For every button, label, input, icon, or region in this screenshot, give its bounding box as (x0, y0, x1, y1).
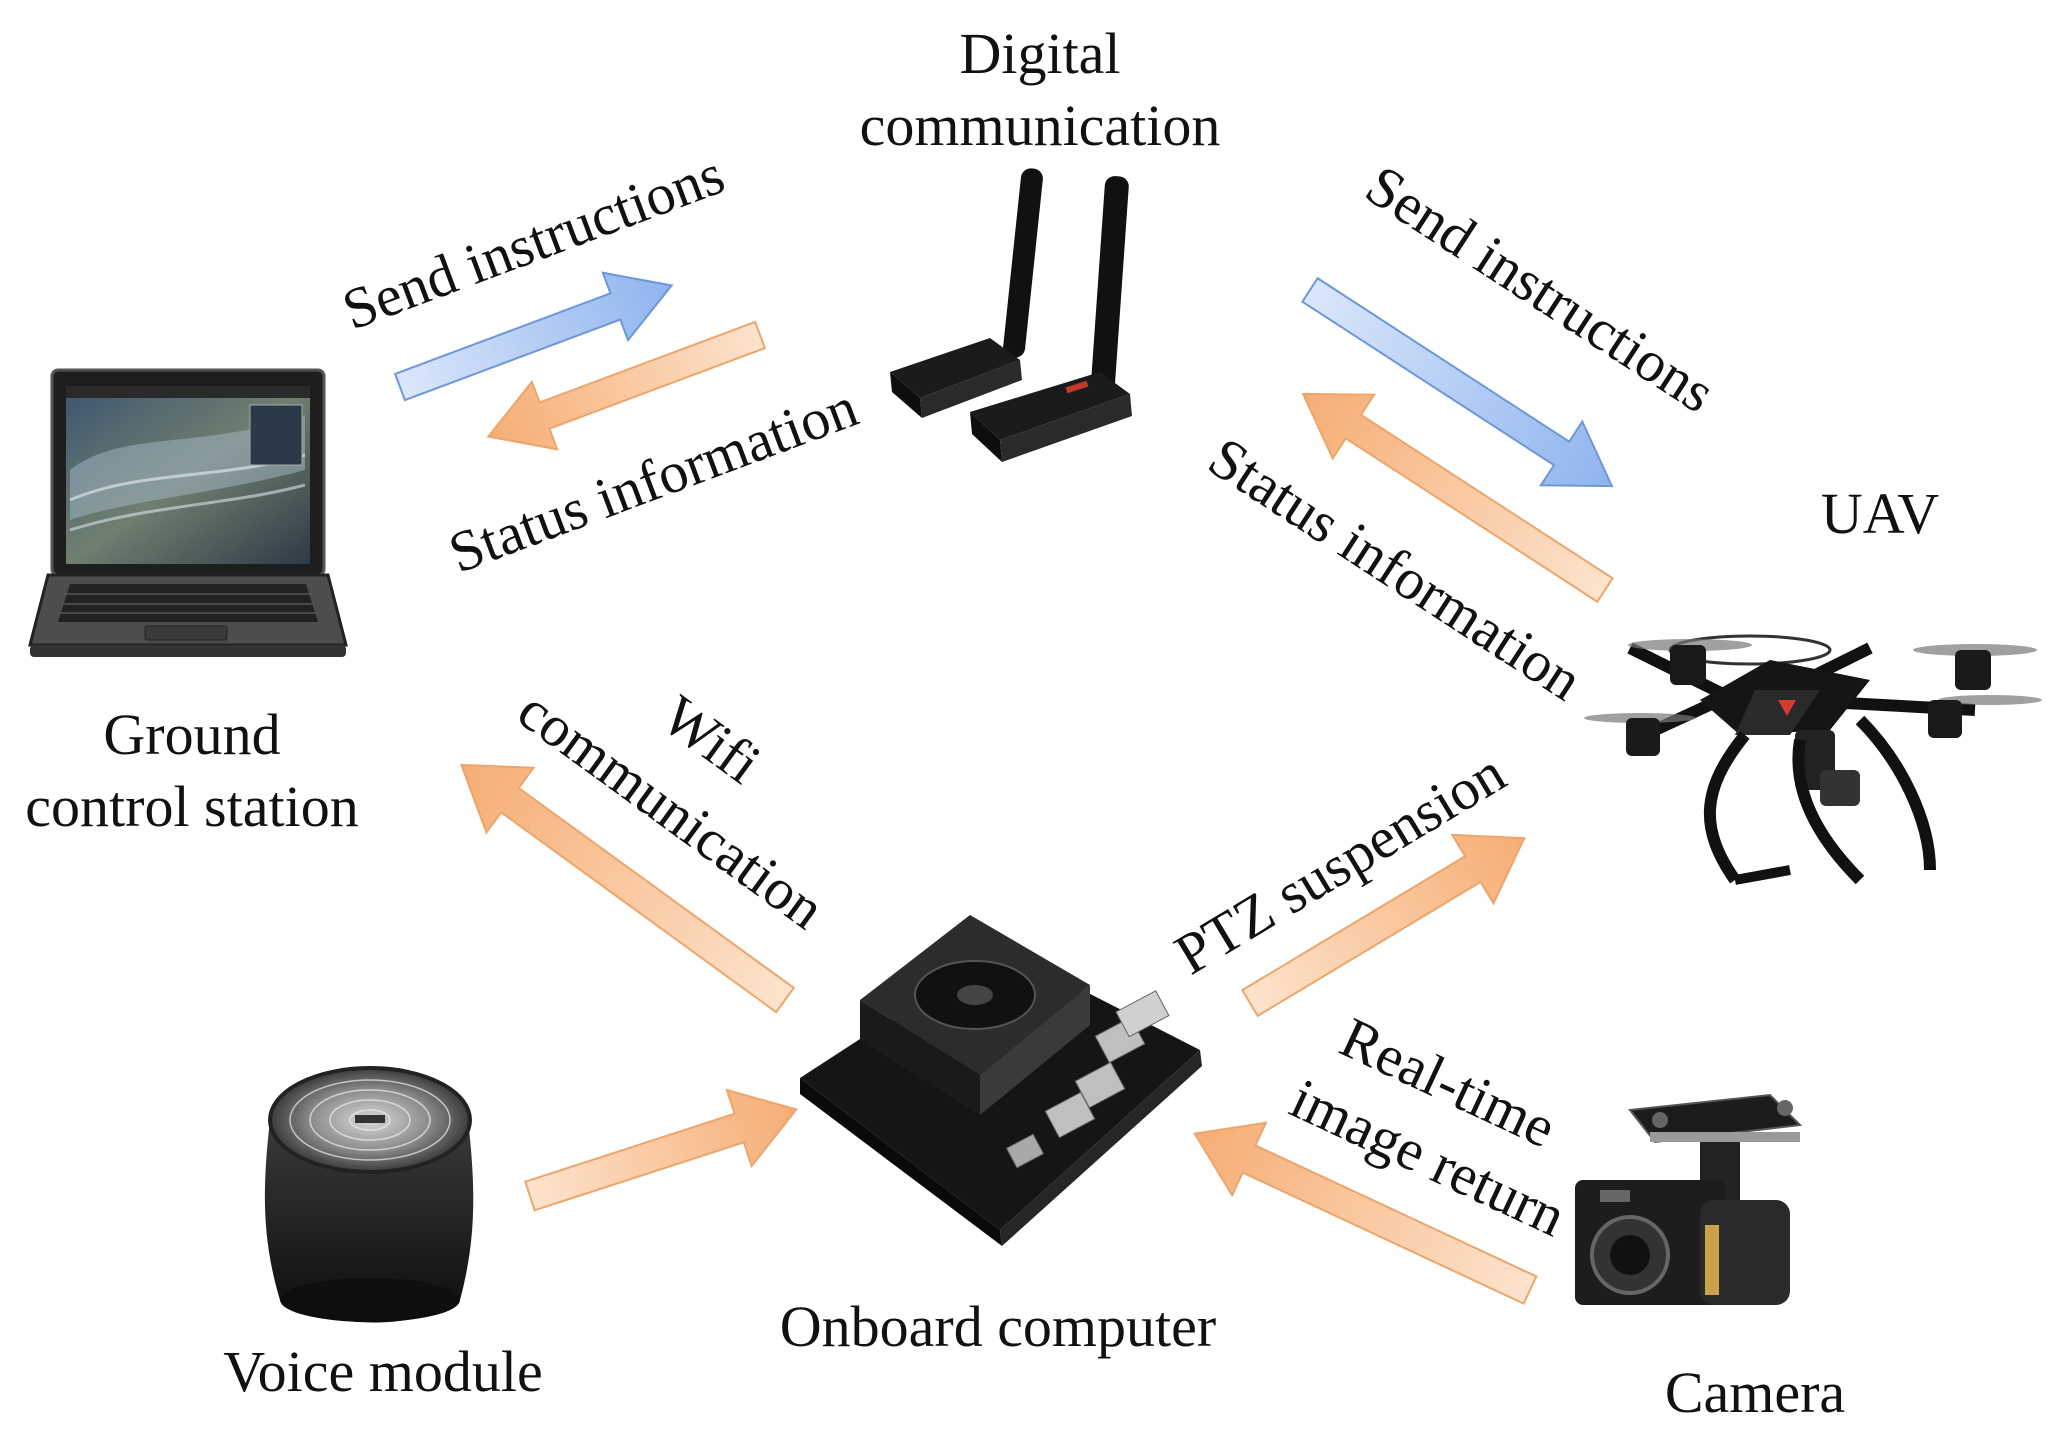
uav-label: UAV (1821, 481, 1939, 546)
status-information-label-left: Status information (440, 374, 866, 586)
ground-control-station-label-line2: control station (25, 774, 358, 839)
status-information-arrow-right (1301, 392, 1615, 604)
ground-control-station-label-line1: Ground (103, 702, 280, 767)
speaker-icon (264, 1066, 474, 1323)
send-instructions-label-right: Send instructions (1355, 152, 1727, 425)
digital-communication-label-line1: Digital (959, 21, 1120, 86)
camera-gimbal-icon (1575, 1093, 1803, 1305)
onboard-computer-label: Onboard computer (780, 1294, 1216, 1359)
send-instructions-arrow-right (1300, 276, 1614, 488)
wifi-communication-arrow (459, 763, 796, 1014)
status-information-arrow-left (486, 320, 767, 451)
voice-to-onboard-arrow (524, 1088, 799, 1212)
send-instructions-label-left: Send instructions (334, 141, 733, 342)
laptop-icon (28, 368, 348, 657)
radio-transceiver-icon (890, 168, 1132, 462)
ptz-suspension-arrow (1240, 833, 1526, 1018)
camera-label: Camera (1665, 1360, 1845, 1425)
onboard-computer-icon (800, 915, 1202, 1246)
digital-communication-label-line2: communication (860, 93, 1221, 158)
voice-module-label: Voice module (223, 1339, 542, 1404)
uav-drone-icon (1584, 634, 2042, 885)
send-instructions-arrow-left (393, 271, 674, 402)
realtime-image-return-arrow (1193, 1121, 1538, 1305)
